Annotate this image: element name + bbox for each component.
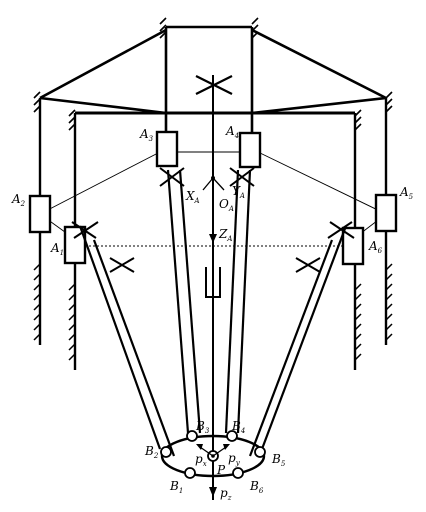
label-b1: B1 bbox=[169, 479, 183, 495]
central-axis bbox=[195, 75, 233, 500]
za-arrowhead bbox=[209, 234, 217, 243]
label-a3: A3 bbox=[139, 127, 154, 143]
label-a4: A4 bbox=[225, 124, 239, 140]
label-b5: B5 bbox=[271, 452, 286, 468]
label-b2: B2 bbox=[144, 444, 159, 460]
label-pz: pz bbox=[220, 486, 232, 502]
label-b3: B3 bbox=[195, 419, 210, 435]
label-oa: OA bbox=[219, 197, 234, 213]
pz-arrowhead bbox=[209, 487, 217, 497]
label-a1: A1 bbox=[50, 241, 64, 257]
limbs bbox=[78, 169, 348, 457]
slider-a2 bbox=[28, 194, 52, 234]
slider-a4 bbox=[238, 131, 262, 169]
label-py: py bbox=[228, 451, 241, 467]
label-xa: XA bbox=[185, 189, 200, 205]
base-axes bbox=[202, 177, 225, 191]
slider-a6 bbox=[341, 226, 365, 266]
py-arrowhead bbox=[223, 444, 230, 450]
slider-a1 bbox=[63, 225, 87, 265]
label-a2: A2 bbox=[11, 192, 26, 208]
label-b6: B6 bbox=[249, 479, 264, 495]
label-a6: A6 bbox=[368, 239, 383, 255]
rail-hatches bbox=[33, 263, 393, 361]
joint-crosses bbox=[71, 167, 355, 273]
label-ya: YA bbox=[232, 184, 245, 200]
base-origin bbox=[211, 176, 215, 180]
label-px: px bbox=[195, 452, 207, 468]
label-a5: A5 bbox=[399, 185, 414, 201]
labels: A3 A4 A2 A5 A1 A6 XA YA OA ZA B3 B4 B2 B… bbox=[11, 124, 414, 502]
px-arrowhead bbox=[196, 444, 203, 450]
label-za: ZA bbox=[218, 227, 232, 243]
sliders bbox=[28, 130, 398, 266]
label-p: P bbox=[216, 463, 226, 477]
top-frame bbox=[39, 25, 387, 132]
slider-a3 bbox=[155, 130, 179, 168]
slider-a5 bbox=[374, 193, 398, 233]
label-b4: B4 bbox=[231, 419, 245, 435]
platform-axes bbox=[199, 446, 227, 457]
